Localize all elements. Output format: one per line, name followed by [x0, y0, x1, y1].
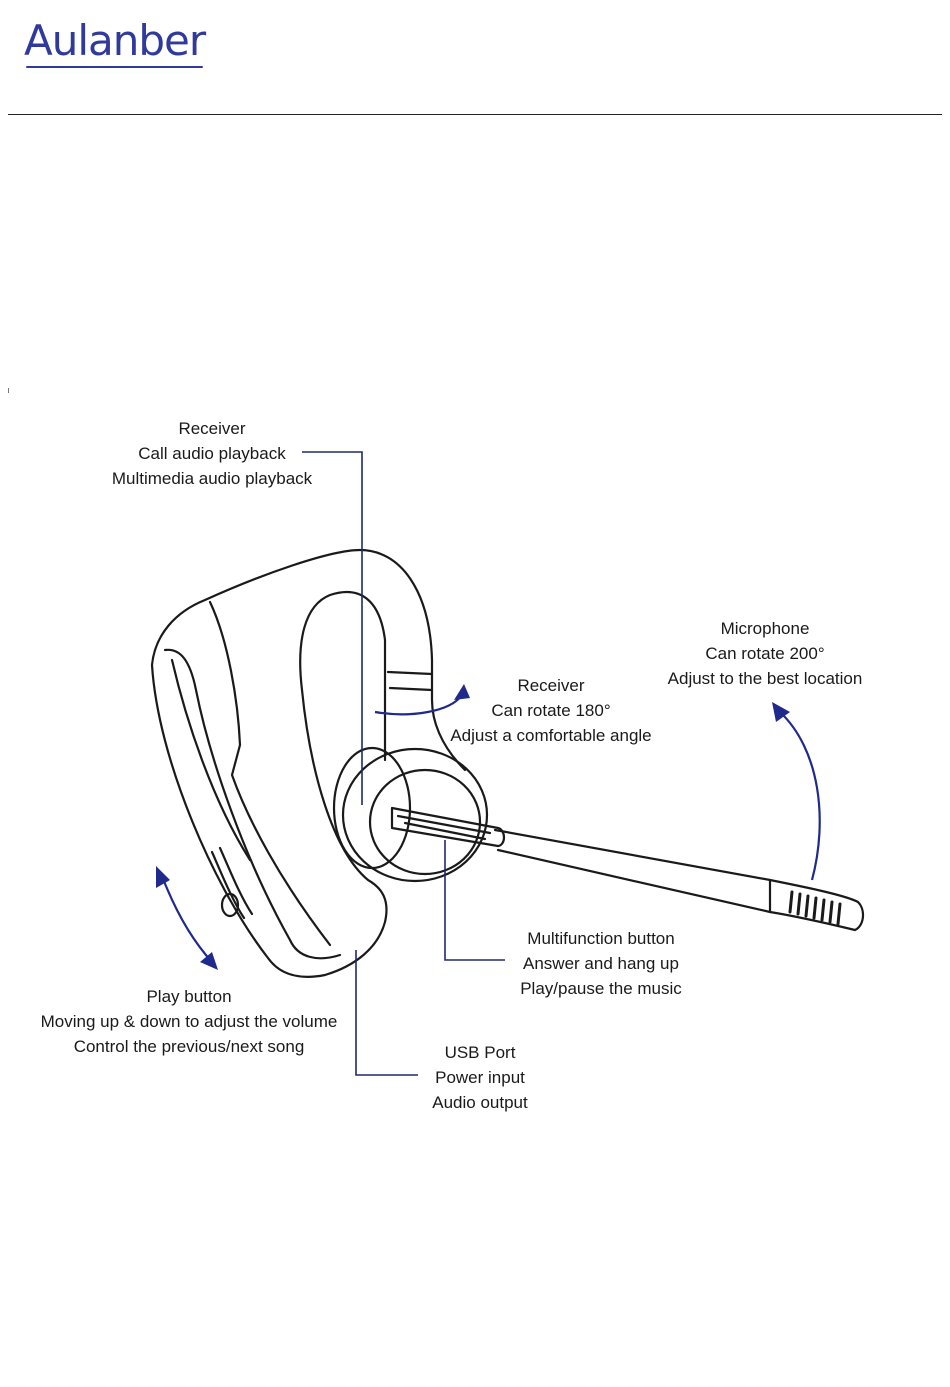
callout-title: Receiver — [178, 419, 246, 438]
rotation-arrows — [160, 694, 821, 963]
receiver-rotate-arrow — [374, 694, 463, 716]
play-button — [210, 846, 254, 920]
callout-title: USB Port — [444, 1043, 516, 1062]
callout-title: Receiver — [517, 676, 585, 695]
headset-body-inner — [163, 648, 342, 960]
leader-lines — [302, 451, 505, 1076]
microphone-rotate-arrow — [779, 711, 821, 881]
leader-usb — [355, 950, 418, 1076]
page-mark — [8, 388, 9, 393]
microphone-tip — [768, 878, 865, 932]
callout-receiver-rotate: Receiver Can rotate 180° Adjust a comfor… — [444, 673, 658, 748]
callout-microphone: Microphone Can rotate 200° Adjust to the… — [660, 616, 870, 691]
multifunction-bar — [390, 806, 506, 848]
headset-panel — [208, 600, 332, 947]
receiver-back — [332, 746, 412, 870]
headset-line-art — [150, 548, 865, 978]
arrow-heads — [156, 684, 790, 970]
receiver-outer — [341, 747, 489, 883]
callout-receiver-playback: Receiver Call audio playback Multimedia … — [106, 416, 318, 491]
callout-multifunction: Multifunction button Answer and hang up … — [512, 926, 690, 1001]
receiver-inner — [368, 768, 482, 876]
volume-arrow — [160, 875, 213, 963]
callout-usb-port: USB Port Power input Audio output — [420, 1040, 540, 1115]
callout-title: Play button — [146, 987, 232, 1006]
leader-receiver — [302, 451, 363, 805]
leader-multifunction — [444, 840, 505, 961]
brand-logo: Aulanber — [24, 16, 206, 68]
callout-play-button: Play button Moving up & down to adjust t… — [30, 984, 348, 1059]
header-divider — [8, 114, 942, 115]
callout-title: Multifunction button — [527, 929, 675, 948]
callout-title: Microphone — [720, 619, 810, 638]
headset-body — [150, 548, 467, 978]
microphone-boom — [493, 828, 772, 914]
